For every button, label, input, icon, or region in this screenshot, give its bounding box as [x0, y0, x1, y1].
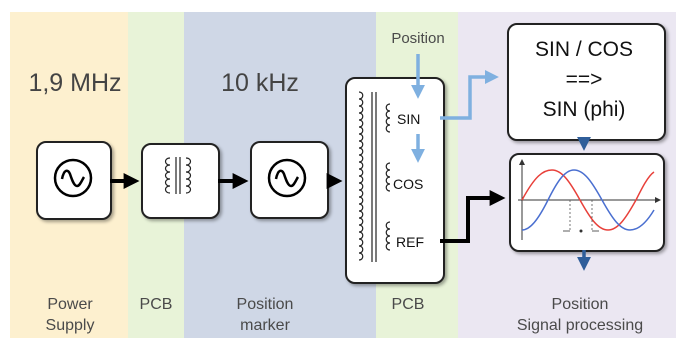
- sincos-processor-box: [507, 23, 666, 141]
- sin-to-processor-arrow: [440, 70, 499, 120]
- processor-text: SIN / COS ==> SIN (phi): [511, 36, 657, 123]
- waveform-display-box: [509, 153, 665, 252]
- power-supply-label-line: Power Supply: [45, 296, 95, 334]
- pcb-right-label: PCB: [391, 296, 425, 313]
- cos-coil-label: COS: [393, 176, 424, 192]
- ac-source-icon-marker: [267, 158, 307, 198]
- power-supply-label: Power Supply: [20, 294, 120, 336]
- sin-coil-label: SIN: [397, 111, 421, 127]
- resolver-coils-icon: [358, 91, 391, 262]
- marker-oscillator-box: [250, 141, 329, 219]
- position-marker-label: Position marker: [210, 294, 320, 336]
- ref-coil-label: REF: [396, 234, 424, 250]
- ac-source-icon: [53, 158, 93, 198]
- processor-line-3: SIN (phi): [542, 98, 626, 121]
- transformer-coil-icon: [164, 157, 192, 194]
- position-input-label: Position: [391, 30, 445, 47]
- processor-line-2: ==>: [565, 68, 603, 91]
- signal-processing-label-line: Position Signal processing: [516, 296, 644, 334]
- power-frequency-label: 1,9 MHz: [28, 69, 122, 97]
- signal-processing-label: Position Signal processing: [500, 294, 660, 336]
- pcb-left-label: PCB: [139, 296, 173, 313]
- processor-line-1: SIN / COS: [534, 38, 634, 61]
- ref-to-waveform-arrow: [440, 190, 506, 243]
- position-marker-label-line: Position marker: [236, 296, 294, 334]
- sine-cosine-waveform-icon: [518, 159, 661, 240]
- marker-frequency-label: 10 kHz: [221, 69, 299, 97]
